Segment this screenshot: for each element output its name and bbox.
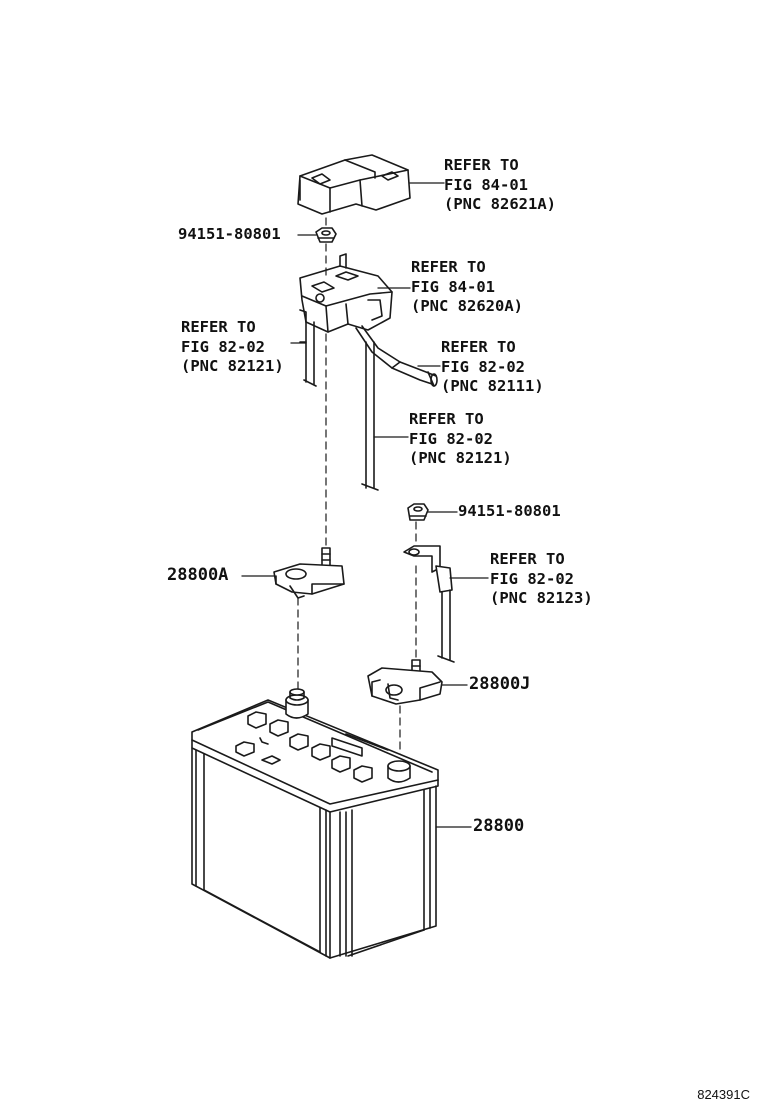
callout-battery: 28800 <box>473 816 525 837</box>
callout-cable-right: REFER TO FIG 82-02 (PNC 82111) <box>441 338 544 397</box>
callout-nut-mid: 94151-80801 <box>458 502 561 522</box>
callout-wire-left: REFER TO FIG 82-02 (PNC 82121) <box>181 318 284 377</box>
ground-wire-drawing <box>403 545 455 663</box>
part-number: 28800A <box>167 565 229 585</box>
callout-wire-lower: REFER TO FIG 82-02 (PNC 82121) <box>409 410 512 469</box>
fuse-block-drawing <box>299 253 393 333</box>
callout-line: (PNC 82621A) <box>444 195 556 213</box>
callout-line: REFER TO <box>411 258 486 276</box>
callout-line: REFER TO <box>441 338 516 356</box>
wire-lower-drawing <box>361 341 379 491</box>
callout-line: FIG 84-01 <box>444 175 528 194</box>
cable-right-drawing <box>355 325 438 387</box>
callout-line: FIG 82-02 <box>490 569 574 588</box>
callout-line: (PNC 82620A) <box>411 297 523 315</box>
callout-line: REFER TO <box>490 550 565 568</box>
nut-top-drawing <box>315 227 337 243</box>
assembly-guide-lines <box>297 217 417 761</box>
callout-fuse-cover: REFER TO FIG 84-01 (PNC 82621A) <box>444 156 556 215</box>
callout-line: FIG 84-01 <box>411 277 495 296</box>
callout-line: (PNC 82123) <box>490 589 593 607</box>
callout-wire-ground: REFER TO FIG 82-02 (PNC 82123) <box>490 550 593 609</box>
part-number: 94151-80801 <box>458 502 561 520</box>
callout-line: REFER TO <box>444 156 519 174</box>
battery-cell-caps <box>235 711 373 783</box>
battery-drawing <box>191 688 439 959</box>
nut-mid-drawing <box>407 503 429 521</box>
part-number: 28800J <box>469 674 531 694</box>
callout-nut-top: 94151-80801 <box>178 225 281 245</box>
leader-lines <box>241 182 489 828</box>
callout-line: (PNC 82121) <box>409 449 512 467</box>
part-number: 28800 <box>473 816 525 836</box>
callout-line: REFER TO <box>409 410 484 428</box>
callout-clamp-negative: 28800J <box>469 674 531 695</box>
callout-line: FIG 82-02 <box>441 357 525 376</box>
callout-line: REFER TO <box>181 318 256 336</box>
callout-fuse-block: REFER TO FIG 84-01 (PNC 82620A) <box>411 258 523 317</box>
positive-clamp-drawing <box>273 547 345 599</box>
callout-line: FIG 82-02 <box>409 429 493 448</box>
callout-line: (PNC 82121) <box>181 357 284 375</box>
wire-left-drawing <box>299 321 317 387</box>
callout-clamp-positive: 28800A <box>167 565 229 586</box>
illustration-code: 824391C <box>697 1087 750 1102</box>
callout-line: (PNC 82111) <box>441 377 544 395</box>
part-number: 94151-80801 <box>178 225 281 243</box>
callout-line: FIG 82-02 <box>181 337 265 356</box>
fuse-cover-drawing <box>297 154 411 215</box>
negative-clamp-drawing <box>367 659 443 705</box>
